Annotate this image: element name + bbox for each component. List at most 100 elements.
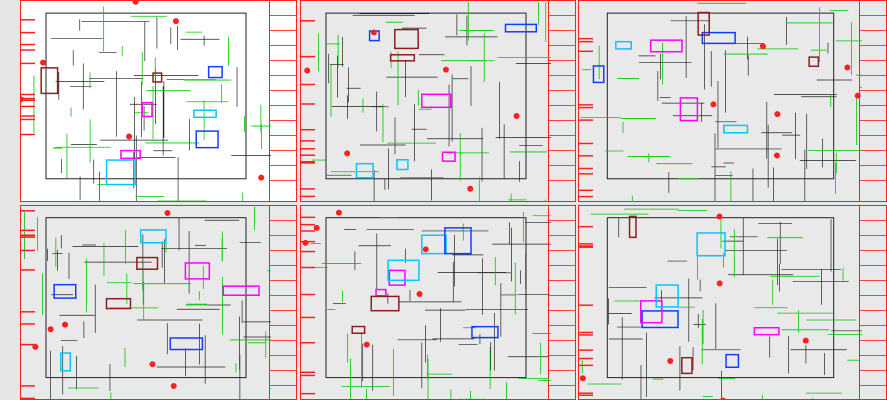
cad-line — [164, 210, 171, 217]
cad-line — [370, 29, 377, 36]
cad-line — [32, 343, 39, 350]
cad-line — [40, 59, 47, 66]
cad-line — [421, 234, 447, 255]
cad-line — [207, 65, 223, 79]
details-drawing — [21, 206, 271, 399]
cad-line — [422, 246, 429, 253]
cad-line — [628, 215, 637, 239]
cad-line — [679, 97, 699, 122]
sheet-floor-plan-2 — [300, 0, 576, 202]
cad-line — [759, 43, 766, 50]
sheet-details-2 — [578, 205, 887, 400]
cad-line — [325, 217, 527, 379]
cad-line — [136, 256, 159, 270]
cad-line — [716, 213, 723, 220]
cad-line — [355, 162, 374, 179]
sheet-details-1 — [20, 205, 297, 400]
floor-plan-drawing — [301, 1, 551, 201]
cad-line — [808, 56, 820, 68]
cad-line — [375, 288, 387, 297]
cad-line — [195, 130, 219, 149]
cad-line — [640, 300, 663, 324]
cad-line — [716, 280, 723, 287]
ceiling-plan-drawing — [301, 209, 551, 399]
cad-line — [62, 321, 69, 328]
cad-line — [641, 310, 679, 329]
cad-line — [335, 209, 342, 216]
cad-line — [139, 229, 167, 244]
cad-line — [53, 283, 77, 299]
cad-line — [416, 291, 423, 298]
cad-line — [389, 54, 416, 62]
cad-line — [258, 174, 265, 181]
cad-line — [120, 149, 141, 160]
cad-line — [388, 269, 406, 286]
cad-line — [802, 337, 809, 344]
cad-line — [47, 326, 54, 333]
elevation-drawing — [579, 2, 862, 201]
cad-line — [193, 109, 217, 119]
cad-line — [132, 1, 139, 5]
title-block — [269, 1, 296, 201]
cad-line — [40, 67, 59, 95]
title-block — [859, 206, 886, 399]
cad-line — [723, 124, 749, 134]
cad-line — [363, 341, 370, 348]
title-block — [548, 1, 575, 201]
details-drawing — [579, 208, 862, 399]
cad-line — [45, 217, 247, 379]
cad-line — [105, 159, 136, 186]
sheet-floor-plan-1 — [20, 0, 297, 202]
title-block — [269, 206, 296, 399]
title-block — [859, 1, 886, 201]
cad-line — [325, 12, 527, 180]
cad-line — [313, 224, 320, 231]
cad-line — [854, 92, 861, 99]
cad-line — [606, 12, 835, 180]
cad-line — [387, 259, 420, 282]
cad-line — [304, 67, 311, 74]
cad-line — [606, 217, 835, 379]
cad-line — [667, 358, 674, 365]
cad-line — [504, 23, 538, 33]
sheet-elevation — [578, 0, 887, 202]
cad-line — [105, 297, 132, 310]
cad-line — [844, 64, 851, 71]
cad-line — [152, 72, 163, 83]
cad-line — [579, 375, 586, 382]
cad-line — [170, 382, 177, 389]
cad-line — [126, 133, 133, 140]
cad-line — [344, 150, 351, 157]
cad-line — [21, 96, 25, 103]
cad-line — [396, 159, 409, 171]
cad-line — [655, 284, 679, 308]
cad-line — [141, 101, 153, 118]
cad-line — [773, 152, 780, 159]
cad-line — [421, 93, 452, 109]
cad-line — [774, 111, 781, 118]
cad-line — [60, 352, 72, 372]
cad-line — [710, 101, 717, 108]
cad-line — [172, 18, 179, 25]
floor-plan-drawing — [21, 1, 271, 201]
cad-line — [169, 337, 204, 351]
cad-line — [184, 262, 211, 280]
cad-line — [681, 356, 693, 375]
cad-line — [149, 361, 156, 368]
cad-line — [649, 39, 683, 53]
cad-line — [302, 239, 309, 246]
cad-line — [394, 28, 419, 50]
cad-line — [442, 66, 449, 73]
cad-line — [720, 397, 726, 399]
cad-line — [696, 232, 726, 257]
cad-line — [351, 325, 366, 334]
cad-line — [444, 227, 472, 255]
cad-line — [45, 12, 247, 180]
cad-line — [222, 285, 260, 296]
cad-line — [441, 151, 456, 162]
cad-line — [467, 185, 474, 192]
sheet-ceiling-plan — [300, 205, 576, 400]
cad-line — [592, 65, 605, 84]
cad-line — [697, 11, 710, 36]
cad-line — [370, 295, 400, 312]
